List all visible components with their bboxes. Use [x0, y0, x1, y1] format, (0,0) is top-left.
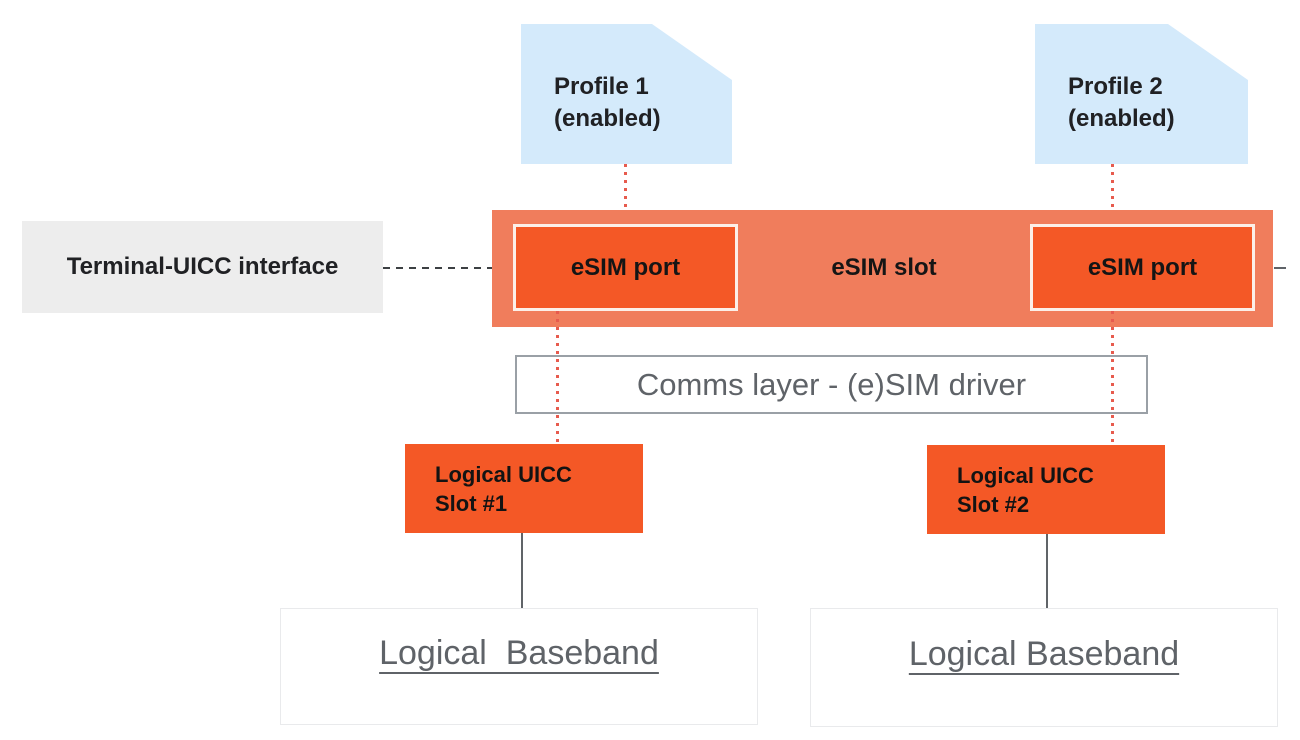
logical-baseband-1-label: Logical Baseband [379, 634, 659, 672]
uiccslot1-to-baseband1-line [521, 533, 523, 608]
esim-port-1-label: eSIM port [570, 253, 681, 281]
port1-to-uiccslot1-dotted-line [556, 311, 559, 444]
comms-layer-box: Comms layer - (e)SIM driver [515, 355, 1148, 414]
terminal-uicc-interface-label: Terminal-UICC interface [66, 253, 339, 280]
logical-uicc-slot-2-box: Logical UICC Slot #2 [927, 445, 1165, 534]
profile-1-title: Profile 1 [554, 73, 649, 100]
logical-uicc-slot-1-box: Logical UICC Slot #1 [405, 444, 643, 533]
profile-1-status: (enabled) [554, 105, 661, 132]
profile-2-card: Profile 2 (enabled) [1035, 24, 1248, 164]
port2-to-uiccslot2-dotted-line [1111, 311, 1114, 445]
esim-port-2: eSIM port [1030, 224, 1255, 311]
profile1-to-port1-dotted-line [624, 164, 627, 210]
profile-1-card: Profile 1 (enabled) [521, 24, 732, 164]
profile-2-title: Profile 2 [1068, 73, 1163, 100]
profile2-to-port2-dotted-line [1111, 164, 1114, 210]
terminal-uicc-interface-box: Terminal-UICC interface [22, 221, 383, 313]
logical-baseband-2-label: Logical Baseband [908, 635, 1180, 673]
comms-layer-label: Comms layer - (e)SIM driver [636, 366, 1027, 402]
uiccslot2-to-baseband2-line [1046, 534, 1048, 608]
uicc-slot-1-line2: Slot #1 [435, 490, 508, 516]
esim-port-2-label: eSIM port [1087, 253, 1198, 281]
logical-baseband-2-box: Logical Baseband [810, 608, 1278, 727]
esim-port-1: eSIM port [513, 224, 738, 311]
esim-slot-box: eSIM port eSIM slot eSIM port [492, 210, 1273, 327]
uicc-slot-2-line1: Logical UICC [957, 462, 1094, 488]
esim-slot-label: eSIM slot [831, 253, 937, 281]
slot-right-dash [1274, 267, 1286, 269]
uicc-slot-1-line1: Logical UICC [435, 461, 572, 487]
terminal-to-slot-dashed-line [383, 267, 492, 269]
uicc-slot-2-line2: Slot #2 [957, 491, 1030, 517]
profile-2-status: (enabled) [1068, 105, 1175, 132]
logical-baseband-1-box: Logical Baseband [280, 608, 758, 725]
